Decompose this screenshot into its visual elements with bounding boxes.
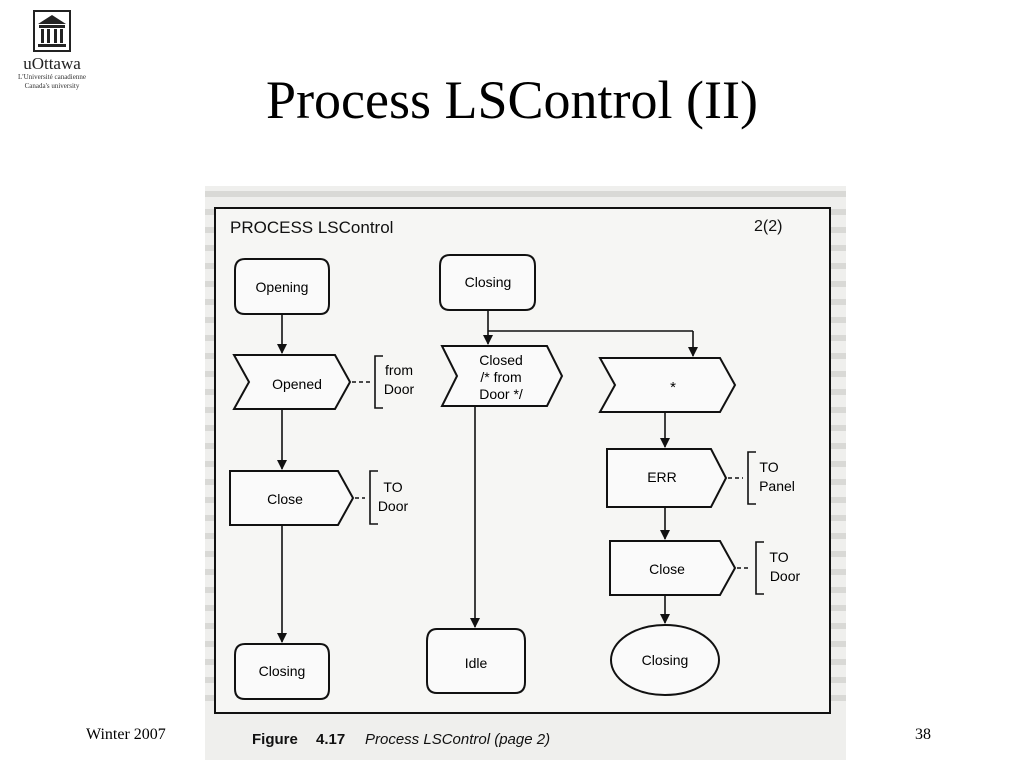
footer-term: Winter 2007 [86, 726, 166, 743]
figure-caption-number: 4.17 [316, 731, 345, 748]
to-door-1-line1: TO [383, 479, 402, 495]
comment-bracket-from-door [374, 355, 383, 409]
to-door-2-line2: Door [770, 568, 801, 584]
to-door-2-line1: TO [769, 549, 788, 565]
slide-title: Process LSControl (II) [266, 70, 758, 130]
state-idle-label: Idle [465, 655, 488, 671]
state-closing-top [439, 254, 536, 311]
state-closing-right-label: Closing [642, 652, 689, 668]
state-idle [426, 628, 526, 694]
output-close-left-label: Close [267, 491, 303, 507]
footer-page-number: 38 [915, 726, 931, 743]
comment-bracket-to-panel [747, 451, 756, 505]
state-closing-left [234, 643, 330, 700]
input-star [598, 357, 737, 413]
process-header: PROCESS LSControl [230, 218, 393, 237]
building-columns-icon [33, 10, 71, 52]
state-opening [234, 258, 330, 315]
input-closed-line1: Closed [479, 352, 523, 368]
input-opened-label: Opened [272, 376, 322, 392]
comment-bracket-to-door-1 [369, 470, 378, 525]
input-closed-line3: Door */ [479, 386, 523, 402]
output-close-right [609, 540, 737, 596]
output-err-label: ERR [647, 469, 677, 485]
figure-caption-text: Process LSControl (page 2) [365, 731, 550, 748]
to-panel-line2: Panel [759, 478, 795, 494]
from-door-line2: Door [384, 381, 415, 397]
page-reference: 2(2) [754, 218, 782, 235]
state-closing-right [610, 624, 720, 696]
logo-tagline-french: L'Université canadienne [18, 73, 86, 81]
input-star-label: * [670, 379, 676, 396]
output-err [606, 448, 728, 508]
logo-brand: uOttawa [23, 54, 81, 73]
state-closing-left-label: Closing [259, 663, 306, 679]
figure-caption-label: Figure [252, 731, 298, 748]
output-close-left [229, 470, 355, 526]
to-door-1-line2: Door [378, 498, 409, 514]
input-closed [440, 345, 564, 407]
comment-bracket-to-door-2 [755, 541, 764, 595]
from-door-line1: from [385, 362, 413, 378]
logo-tagline-english: Canada's university [24, 82, 80, 90]
output-close-right-label: Close [649, 561, 685, 577]
to-panel-line1: TO [759, 459, 778, 475]
sdl-process-diagram: PROCESS LSControl 2(2) Opening Opened fr… [205, 191, 846, 748]
input-opened [232, 354, 352, 410]
state-closing-top-label: Closing [465, 274, 512, 290]
scanned-figure: PROCESS LSControl 2(2) Opening Opened fr… [205, 186, 846, 760]
input-closed-line2: /* from [480, 369, 521, 385]
uottawa-logo: uOttawa L'Université canadienne Canada's… [8, 10, 96, 110]
state-opening-label: Opening [256, 279, 309, 295]
